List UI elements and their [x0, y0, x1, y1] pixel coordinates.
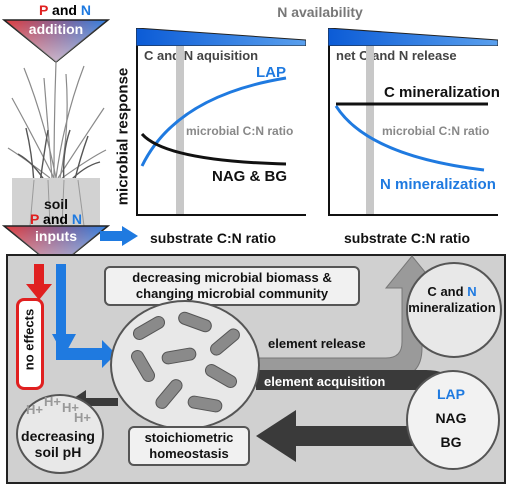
no-effects-label: no effects	[21, 308, 37, 371]
no-effects-box	[16, 298, 44, 390]
n-mineralization-curve	[334, 105, 485, 172]
nag-bg-curve	[140, 132, 287, 166]
inputs-title: P and N	[16, 211, 96, 227]
addition-label: addition	[28, 21, 84, 37]
mineral-rest: mineralization	[408, 300, 496, 315]
enzyme-circle	[406, 370, 500, 470]
soil-ph-label: decreasing soil pH	[21, 428, 95, 460]
inputs-p-label: P	[30, 211, 40, 227]
addition-title: P and N	[20, 2, 110, 18]
left-panel-title: C and N aquisition	[144, 48, 259, 63]
h-plus-4: H+	[74, 410, 91, 425]
inputs-n-label: N	[71, 211, 82, 227]
n-availability-label: N availability	[277, 4, 363, 20]
microbial-cells	[131, 311, 240, 413]
n-mineralization-label: N mineralization	[380, 176, 496, 193]
right-plot-curves	[334, 46, 488, 214]
enzyme-bg: BG	[440, 434, 462, 450]
left-ratio-band	[176, 46, 184, 214]
biomass-box: decreasing microbial biomass & changing …	[104, 266, 360, 306]
homeostasis-box: stoichiometric homeostasis	[128, 426, 250, 466]
and-label: and	[52, 2, 77, 18]
right-plot-area	[328, 46, 498, 216]
n-label: N	[80, 2, 91, 18]
grass-illustration	[7, 61, 107, 228]
p-label: P	[39, 2, 49, 18]
h-plus-2: H+	[44, 394, 61, 409]
addition-triangle	[2, 19, 110, 63]
left-plot-area	[136, 46, 306, 216]
mineral-and: and	[440, 284, 464, 299]
y-axis-label: microbial response	[114, 67, 132, 206]
nag-bg-label: NAG & BG	[212, 168, 287, 185]
left-xlabel: substrate C:N ratio	[150, 230, 277, 246]
c-mineralization-label: C mineralization	[384, 84, 500, 101]
left-ratio-label: microbial C:N ratio	[186, 124, 294, 138]
enzyme-nag: NAG	[435, 410, 467, 426]
inputs-and-label: and	[43, 211, 68, 227]
inputs-triangle	[2, 225, 110, 269]
inputs-label: inputs	[35, 228, 77, 244]
right-xlabel: substrate C:N ratio	[344, 230, 471, 246]
n-availability-wedge-right	[328, 28, 498, 46]
soil-ph-circle	[16, 394, 104, 474]
mineralization-circle	[406, 262, 502, 358]
right-ratio-band	[366, 46, 374, 214]
n-availability-wedge-left	[136, 28, 306, 46]
soil-label: soil	[43, 196, 69, 212]
mineralization-circle-title: C and N mineralization	[406, 284, 498, 316]
red-down-arrow	[26, 264, 52, 300]
mineral-n: N	[467, 284, 477, 299]
enzyme-lap: LAP	[437, 386, 465, 402]
h-plus-1: H+	[26, 402, 43, 417]
h-plus-3: H+	[62, 400, 79, 415]
inputs-to-ratio-arrow	[100, 226, 138, 246]
lap-curve-label: LAP	[256, 64, 286, 81]
mineral-c: C	[427, 284, 437, 299]
element-acquisition-label: element acquisition	[264, 374, 386, 389]
left-plot-curves	[140, 46, 287, 214]
element-release-label: element release	[268, 336, 366, 351]
lap-curve	[140, 76, 287, 167]
right-ratio-label: microbial C:N ratio	[382, 124, 490, 138]
